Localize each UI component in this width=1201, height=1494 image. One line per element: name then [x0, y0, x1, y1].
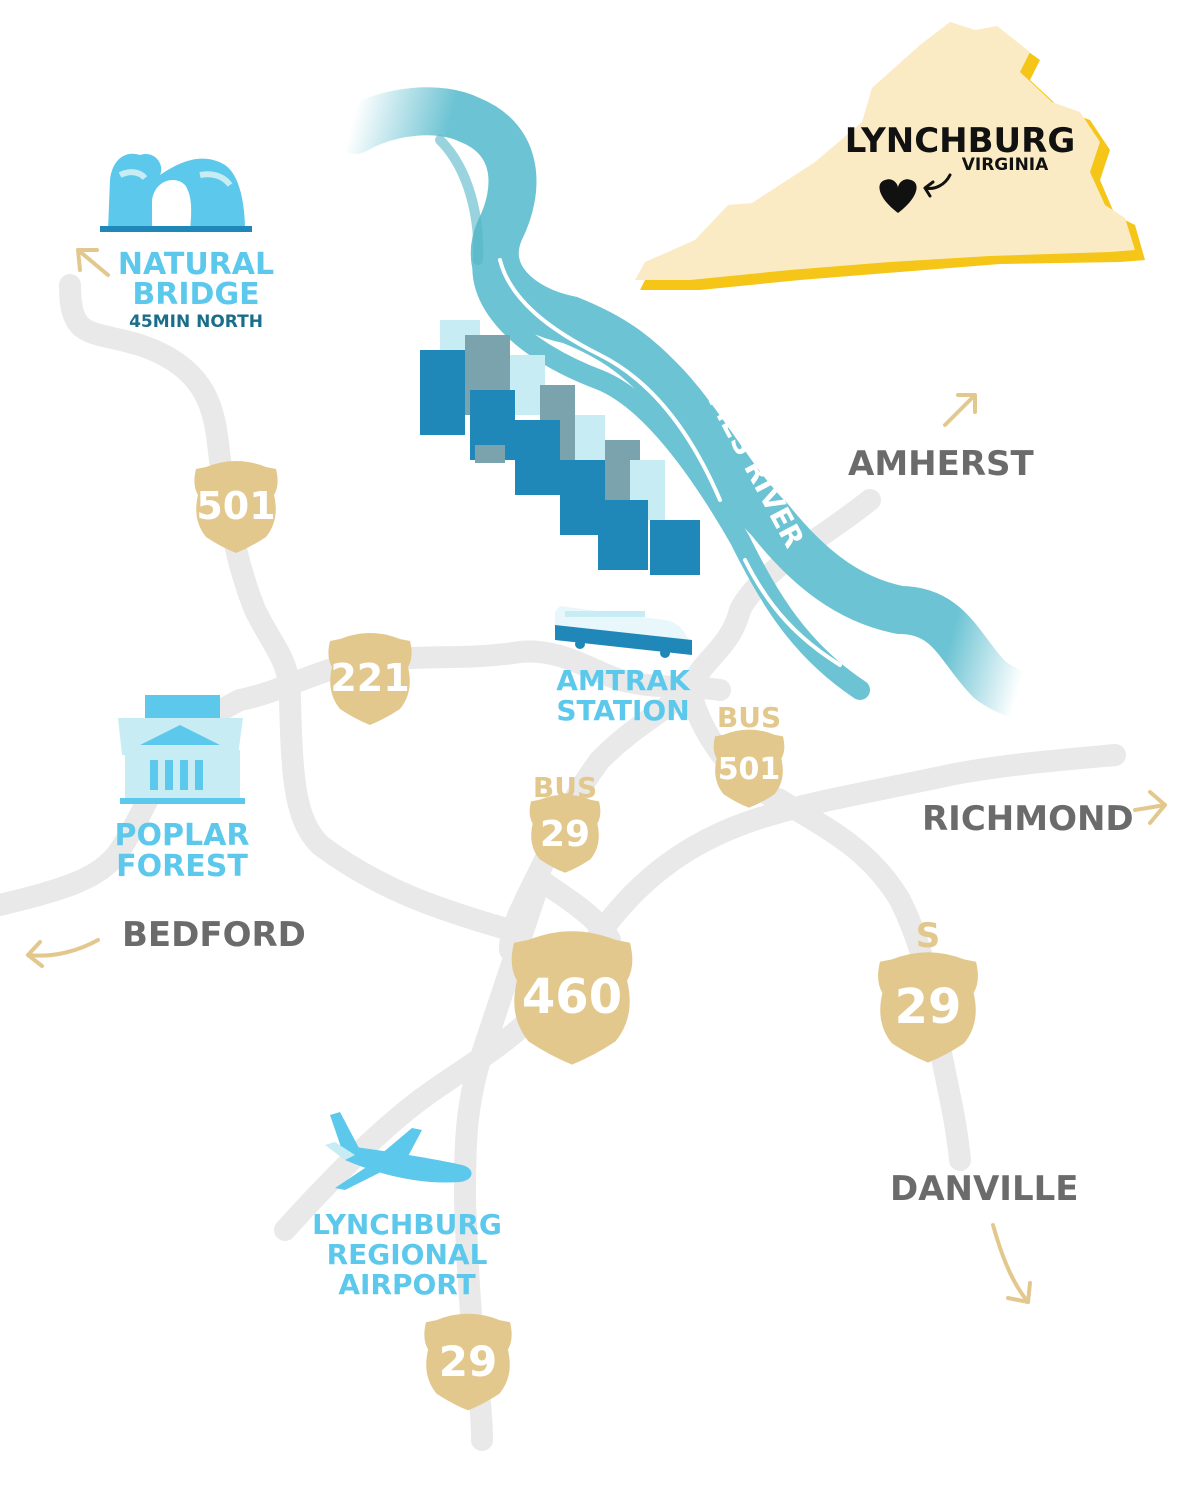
shield-bus29: BUS 29	[529, 771, 601, 873]
road-connector	[529, 869, 621, 951]
natural-bridge-icon	[100, 153, 252, 232]
destination-richmond: RICHMOND	[922, 799, 1134, 839]
shield-us221: 221	[328, 633, 412, 725]
natural-bridge-subtitle: 45MIN NORTH	[129, 312, 263, 332]
road-us221	[229, 640, 731, 711]
arrow-bedford-icon	[26, 938, 100, 968]
heart-icon	[879, 179, 917, 213]
natural-bridge-label-1: NATURAL	[118, 247, 274, 282]
destination-danville: DANVILLE	[890, 1169, 1079, 1209]
virginia-inset: LYNCHBURG VIRGINIA	[635, 22, 1145, 290]
poplar-forest-icon	[118, 695, 245, 804]
inset-state-label: VIRGINIA	[962, 155, 1049, 175]
destination-amherst: AMHERST	[848, 444, 1034, 484]
road-amherst	[679, 489, 881, 701]
shield-us460-number: 460	[522, 969, 622, 1025]
airplane-icon	[325, 1112, 472, 1190]
downtown-skyline-icon	[420, 320, 700, 575]
shield-s29-prefix: S	[916, 916, 941, 956]
shield-s29-number: 29	[895, 979, 962, 1035]
inset-pointer-arrow	[923, 173, 952, 198]
road-us501	[59, 274, 521, 941]
shield-us501-number: 501	[196, 484, 275, 528]
destination-bedford: BEDFORD	[122, 915, 306, 955]
shield-us221-number: 221	[330, 656, 409, 700]
shield-bus29-number: 29	[540, 814, 590, 855]
arrow-amherst-icon	[943, 393, 977, 427]
shield-s29: S 29	[878, 916, 978, 1063]
road-richmond	[274, 744, 1126, 1241]
inset-city-label: LYNCHBURG	[845, 121, 1075, 161]
shield-bus501-number: 501	[718, 752, 781, 787]
airport-label-3: AIRPORT	[338, 1268, 475, 1301]
poplar-forest-label-1: POPLAR	[115, 818, 250, 853]
arrow-danville-icon	[991, 1223, 1032, 1304]
arrow-natural-bridge-icon	[76, 248, 110, 277]
poplar-forest-label-2: FOREST	[116, 849, 248, 884]
arrow-richmond-icon	[1133, 790, 1167, 825]
virginia-state-shape	[635, 22, 1135, 280]
shield-bus501-prefix: BUS	[717, 701, 781, 734]
shield-us29-number: 29	[439, 1337, 497, 1386]
airport-label-1: LYNCHBURG	[312, 1208, 502, 1241]
shield-bus501: BUS 501	[713, 701, 785, 808]
amtrak-train-icon	[555, 606, 692, 658]
shield-us29: 29	[424, 1313, 512, 1411]
amtrak-label-1: AMTRAK	[556, 664, 691, 697]
airport-label-2: REGIONAL	[327, 1238, 488, 1271]
natural-bridge-label-2: BRIDGE	[132, 277, 259, 312]
amtrak-label-2: STATION	[556, 694, 689, 727]
shield-us501: 501	[194, 461, 278, 553]
shield-us460: 460	[511, 931, 633, 1065]
